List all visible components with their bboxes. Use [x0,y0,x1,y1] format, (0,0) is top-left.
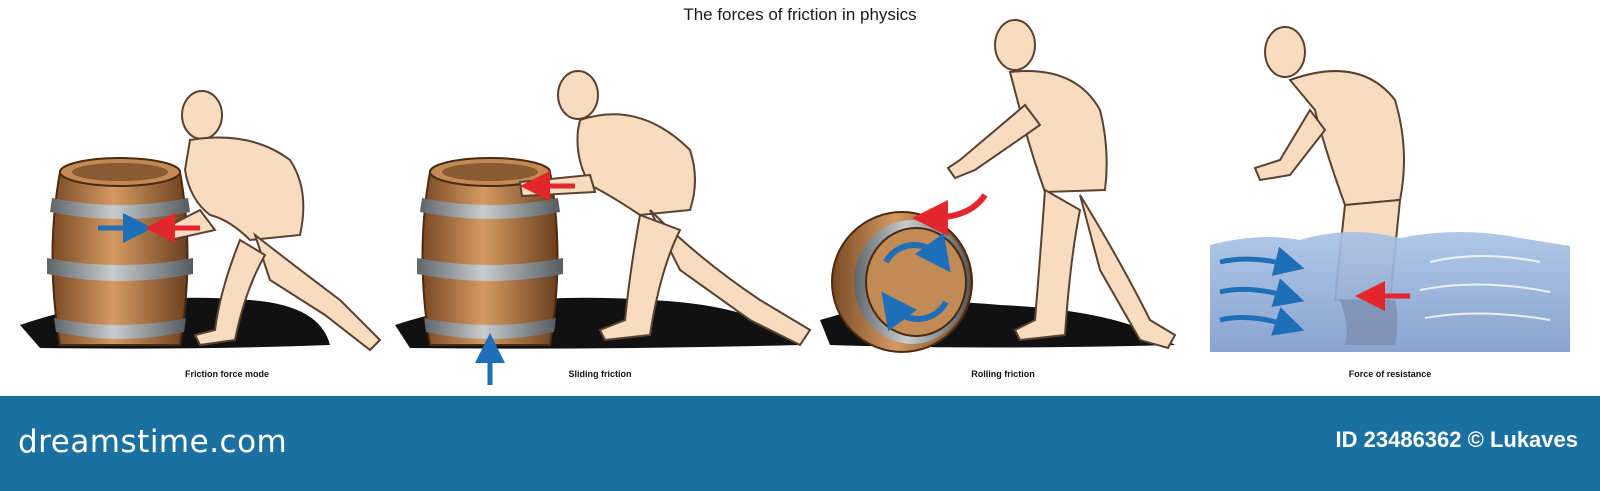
barrel-rolling [831,211,973,353]
water-current-arrows [1219,246,1305,336]
panel-friction-force-mode [20,90,382,352]
submerged-legs [1340,300,1398,345]
panel-force-of-resistance [1210,26,1570,352]
image-credit: ID 23486362 © Lukaves [1335,427,1578,452]
figure-walking-3 [946,19,1177,350]
caption-friction-force-mode: Friction force mode [184,369,269,379]
arrow-red-rolling [912,193,988,236]
diagram-title: The forces of friction in physics [683,5,917,24]
water-ripples [1419,255,1551,321]
panel-sliding-friction [395,70,812,385]
barrel-sliding [417,157,563,346]
caption-rolling-friction: Rolling friction [971,369,1035,379]
caption-sliding-friction: Sliding friction [568,369,632,379]
barrel-standing [47,157,193,346]
caption-force-of-resistance: Force of resistance [1348,369,1432,379]
panel-rolling-friction [820,19,1177,353]
footer-bar: dreamstime.com ID 23486362 © Lukaves [0,396,1600,491]
illustration-canvas [20,19,1570,385]
brand-wordmark[interactable]: dreamstime.com [18,424,288,460]
